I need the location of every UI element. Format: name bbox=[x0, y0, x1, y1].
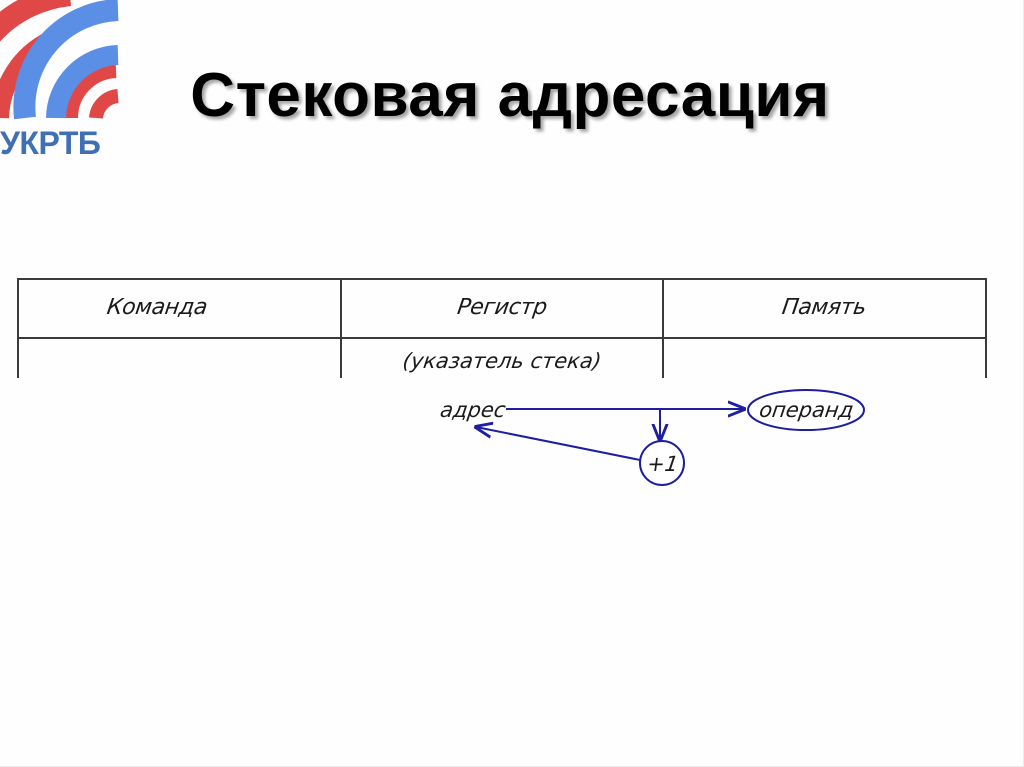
table-column-divider-2 bbox=[662, 278, 664, 378]
slide-title: Стековая адресация bbox=[190, 61, 830, 130]
increment-node bbox=[639, 440, 685, 486]
register-cell-note: (указатель стека) bbox=[401, 349, 603, 373]
logo: УКРТБ bbox=[0, 0, 122, 162]
column-header-register: Регистр bbox=[455, 295, 549, 320]
operand-node-label: операнд bbox=[758, 397, 855, 422]
logo-text: УКРТБ bbox=[0, 125, 101, 161]
increment-node-label: +1 bbox=[646, 451, 680, 476]
table-left-border bbox=[17, 278, 19, 378]
increment-to-address-arrow bbox=[476, 427, 641, 461]
table-header-divider bbox=[17, 337, 987, 339]
logo-arcs-icon bbox=[0, 0, 120, 120]
column-header-memory: Память bbox=[780, 295, 868, 320]
operand-node bbox=[747, 389, 865, 431]
column-header-command: Команда bbox=[105, 295, 209, 320]
table-top-border bbox=[17, 278, 987, 280]
table-column-divider-1 bbox=[340, 278, 342, 378]
address-node-label: адрес bbox=[439, 397, 508, 422]
table-right-border bbox=[985, 278, 987, 378]
addressing-table: Команда Регистр Память (указатель стека) bbox=[17, 278, 987, 378]
